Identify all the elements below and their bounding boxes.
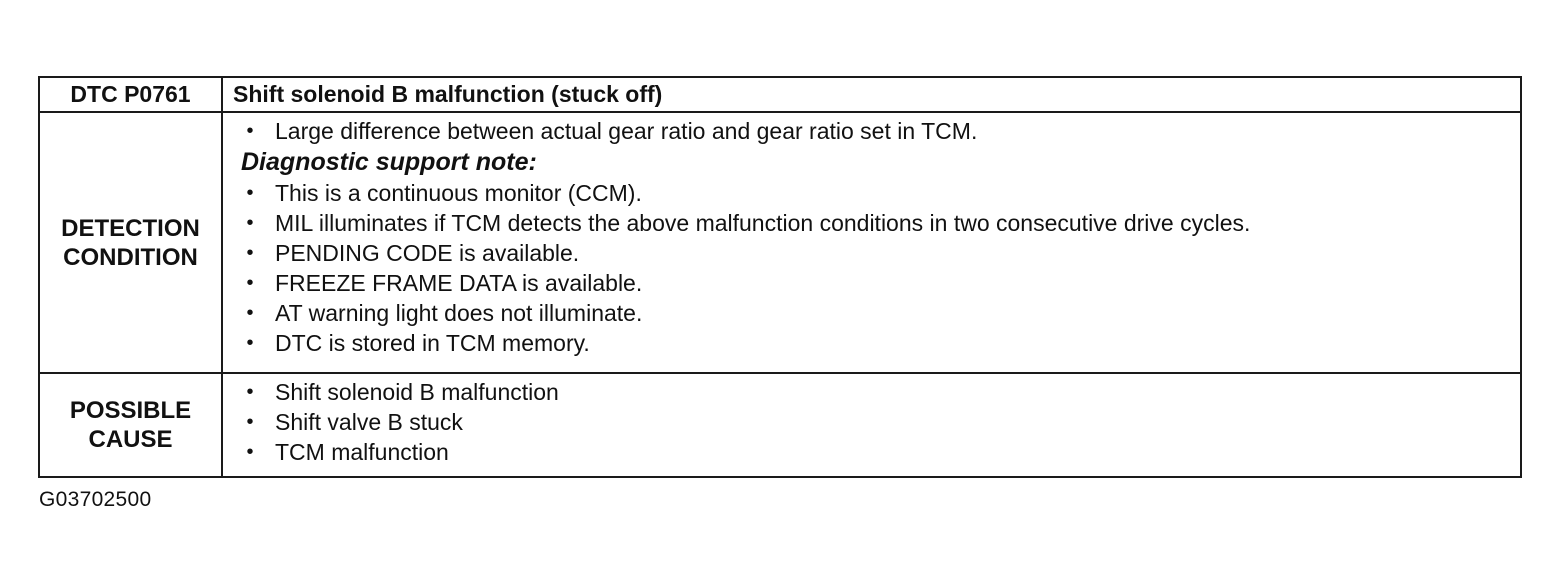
bullet-icon: •: [246, 212, 254, 234]
list-item-text: Large difference between actual gear rat…: [275, 118, 978, 144]
list-item: • PENDING CODE is available.: [241, 238, 1512, 268]
detection-label-line2: CONDITION: [63, 243, 198, 271]
bullet-icon: •: [246, 411, 254, 433]
detection-condition-row: DETECTION CONDITION • Large difference b…: [38, 111, 1522, 374]
figure-id: G03702500: [39, 488, 152, 511]
list-item-text: FREEZE FRAME DATA is available.: [275, 270, 643, 296]
bullet-icon: •: [246, 302, 254, 324]
bullet-icon: •: [246, 120, 254, 142]
possible-cause-label: POSSIBLE CAUSE: [38, 372, 223, 478]
list-item-text: Shift solenoid B malfunction: [275, 379, 559, 405]
list-item-text: MIL illuminates if TCM detects the above…: [275, 210, 1251, 236]
detection-condition-content: • Large difference between actual gear r…: [221, 111, 1522, 374]
list-item: • FREEZE FRAME DATA is available.: [241, 268, 1512, 298]
list-item: • Large difference between actual gear r…: [241, 116, 1512, 146]
detection-condition-label: DETECTION CONDITION: [38, 111, 223, 374]
possible-cause-row: POSSIBLE CAUSE • Shift solenoid B malfun…: [38, 372, 1522, 478]
dtc-table: DTC P0761 Shift solenoid B malfunction (…: [38, 76, 1522, 478]
list-item-text: DTC is stored in TCM memory.: [275, 330, 590, 356]
list-item-text: Shift valve B stuck: [275, 409, 463, 435]
list-item: • This is a continuous monitor (CCM).: [241, 178, 1512, 208]
bullet-icon: •: [246, 381, 254, 403]
list-item: • TCM malfunction: [241, 437, 1512, 467]
list-item: • Shift valve B stuck: [241, 407, 1512, 437]
bullet-icon: •: [246, 441, 254, 463]
dtc-description: Shift solenoid B malfunction (stuck off): [221, 76, 1522, 113]
list-item: • AT warning light does not illuminate.: [241, 298, 1512, 328]
cause-label-line1: POSSIBLE: [69, 397, 192, 424]
diagnostic-support-note-heading: Diagnostic support note:: [241, 148, 537, 176]
list-item-text: This is a continuous monitor (CCM).: [275, 180, 642, 206]
dtc-code: DTC P0761: [38, 76, 223, 113]
list-item: • DTC is stored in TCM memory.: [241, 328, 1512, 358]
list-item: • MIL illuminates if TCM detects the abo…: [241, 208, 1512, 238]
possible-cause-list: • Shift solenoid B malfunction • Shift v…: [241, 377, 1512, 467]
header-row: DTC P0761 Shift solenoid B malfunction (…: [38, 76, 1522, 113]
cause-label-line2: CAUSE: [88, 426, 173, 453]
bullet-icon: •: [246, 332, 254, 354]
bullet-icon: •: [246, 272, 254, 294]
bullet-icon: •: [246, 242, 254, 264]
diagnostic-note-list: • This is a continuous monitor (CCM). • …: [241, 178, 1512, 358]
bullet-icon: •: [246, 182, 254, 204]
list-item: • Shift solenoid B malfunction: [241, 377, 1512, 407]
list-item-text: AT warning light does not illuminate.: [275, 300, 643, 326]
detection-label-line1: DETECTION: [61, 214, 200, 242]
possible-cause-content: • Shift solenoid B malfunction • Shift v…: [221, 372, 1522, 478]
list-item-text: TCM malfunction: [275, 439, 449, 465]
list-item-text: PENDING CODE is available.: [275, 240, 580, 266]
detection-primary-list: • Large difference between actual gear r…: [241, 116, 1512, 146]
